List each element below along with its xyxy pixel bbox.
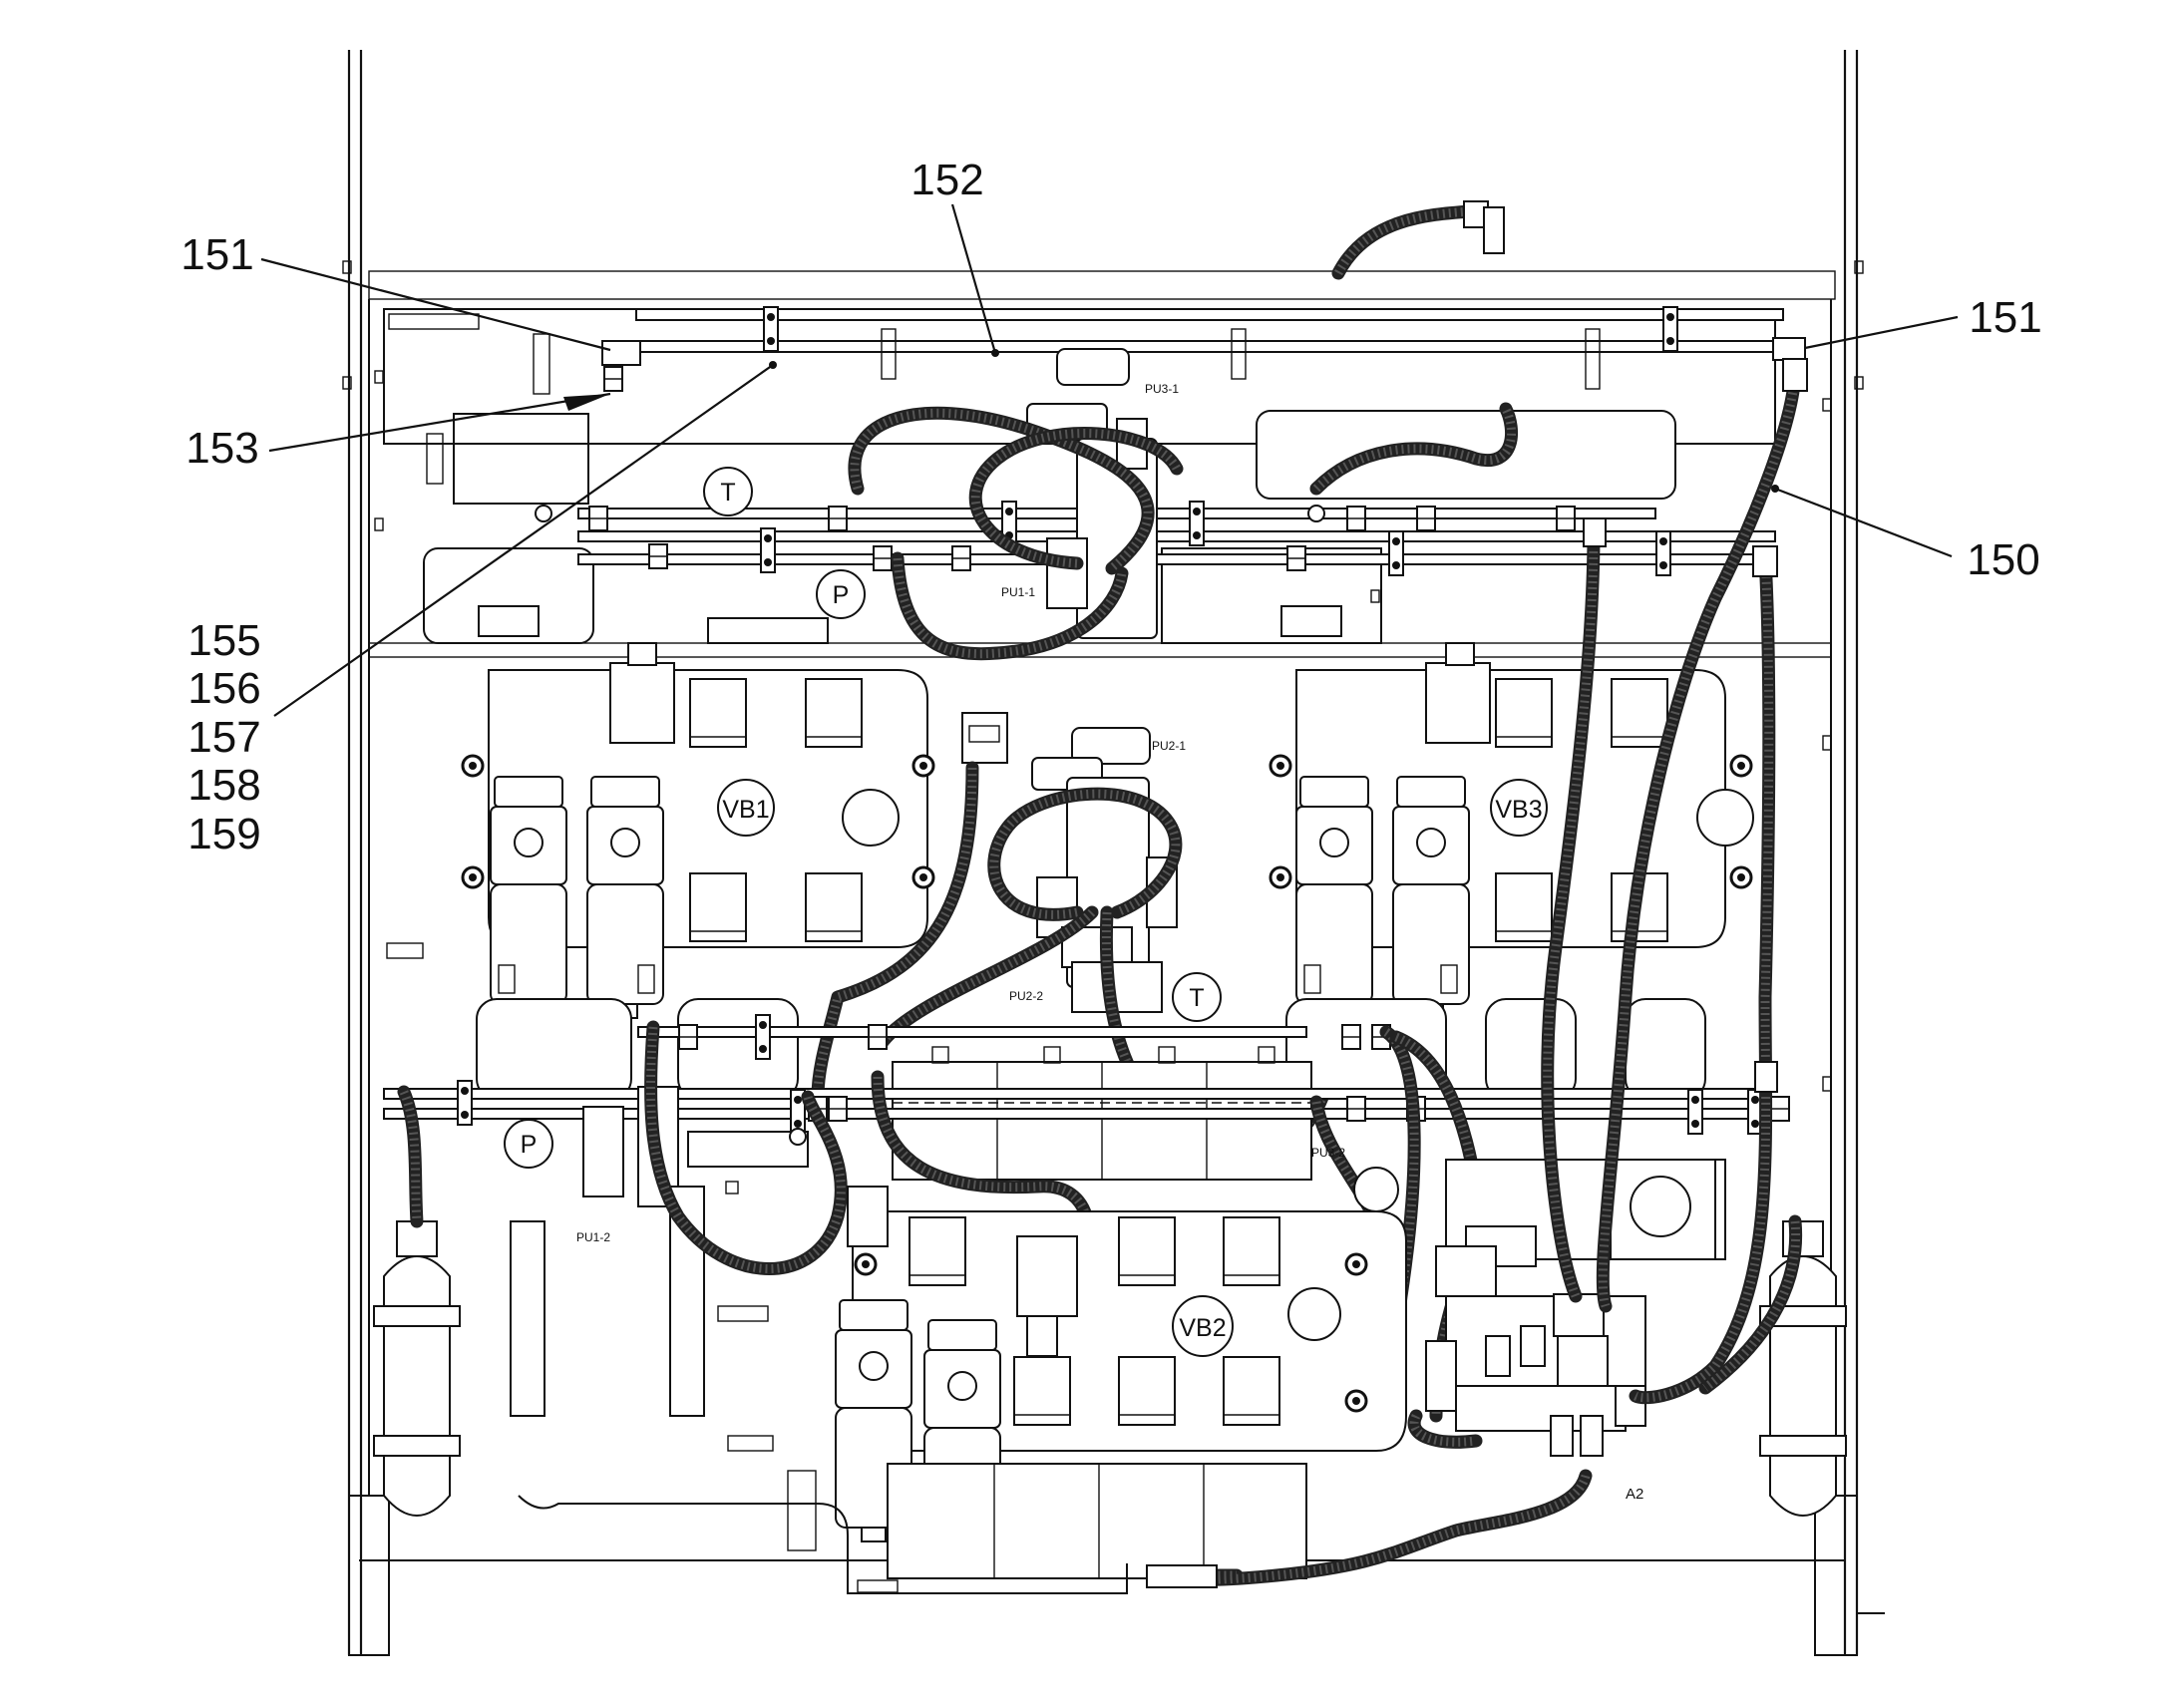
unit-label-pu1-2: PU1-2: [576, 1230, 610, 1244]
vb2-label: VB2: [1179, 1314, 1226, 1342]
unit-label-pu3-2: PU3-2: [1311, 1146, 1345, 1160]
left-accumulator: [373, 1220, 461, 1517]
vb1-label: VB1: [722, 796, 769, 824]
upper-manifold-section: T P PU3-1 PU1-1: [383, 200, 1806, 661]
callout-158: 158: [187, 761, 260, 810]
callout-159: 159: [187, 810, 260, 858]
main-frame: [342, 50, 1885, 1656]
callout-153: 153: [185, 424, 258, 473]
callout-156: 156: [187, 664, 260, 713]
vb3-label: VB3: [1495, 796, 1542, 824]
port-p-left: P: [504, 1119, 553, 1169]
unit-label-pu2-2: PU2-2: [1009, 989, 1043, 1003]
svg-text:T: T: [720, 479, 735, 507]
port-p-top: P: [816, 569, 866, 619]
callout-150: 150: [1967, 535, 2039, 584]
unit-label-a2: A2: [1626, 1486, 1643, 1503]
valve-block-vb1: VB1: [461, 642, 935, 1019]
unit-label-pu3-1: PU3-1: [1145, 382, 1179, 396]
port-t-mid: T: [1172, 972, 1222, 1022]
callout-151-right: 151: [1969, 293, 2041, 342]
right-pump-block: PU3-2 A2: [1146, 358, 1808, 1588]
valve-block-vb2: VB2: [518, 1186, 1407, 1594]
svg-text:P: P: [521, 1131, 538, 1159]
valve-block-vb3: VB3: [1269, 642, 1754, 1019]
unit-label-pu1-1: PU1-1: [1001, 585, 1035, 599]
right-accumulator: [1759, 1220, 1847, 1517]
port-t-top: T: [703, 467, 753, 516]
svg-text:P: P: [833, 581, 850, 609]
callout-151-left: 151: [181, 230, 253, 279]
callout-152: 152: [910, 156, 983, 204]
svg-text:T: T: [1189, 984, 1204, 1012]
leader-lines: [260, 203, 1959, 717]
callout-157: 157: [187, 713, 260, 762]
unit-label-pu2-1: PU2-1: [1152, 739, 1186, 753]
callout-155: 155: [187, 616, 260, 665]
